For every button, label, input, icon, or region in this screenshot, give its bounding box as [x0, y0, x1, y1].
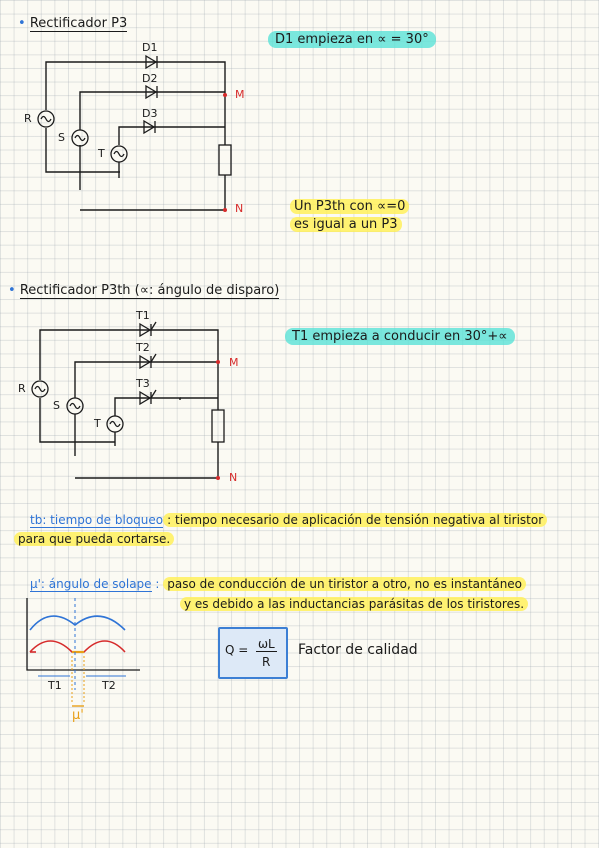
- source-r-icon: [37, 110, 55, 128]
- m-label: M: [235, 88, 245, 101]
- section2-title: • Rectificador P3th (∝: ángulo de dispar…: [8, 283, 280, 299]
- d1-label: D1: [142, 41, 158, 54]
- t2-label: T2: [136, 341, 150, 354]
- r2-label: R: [18, 382, 26, 395]
- quality-factor-label: Factor de calidad: [298, 642, 418, 658]
- mu-definition-line2: y es debido a las inductancias parásitas…: [180, 595, 529, 613]
- load-resistor: [218, 144, 232, 176]
- t3-label: T3: [136, 377, 150, 390]
- n2-label: N: [229, 471, 238, 484]
- quality-factor-box: Q = ωL R: [218, 627, 288, 679]
- section1-note-top: D1 empieza en ∝ = 30°: [268, 31, 436, 48]
- m2-label: M: [229, 356, 239, 369]
- section2-note: T1 empieza a conducir en 30°+∝: [285, 328, 515, 345]
- s2-label: S: [53, 399, 60, 412]
- section1-title: • Rectificador P3: [18, 16, 128, 32]
- overlap-graph: [26, 598, 140, 707]
- thyristors: [139, 321, 157, 406]
- graph-t1-label: T1: [48, 679, 62, 692]
- d2-label: D2: [142, 72, 158, 85]
- q-symbol: Q =: [225, 643, 249, 657]
- t-phase-label: T: [94, 417, 101, 430]
- mu-definition: μ': ángulo de solape : paso de conducció…: [30, 574, 527, 594]
- source-s-icon: [71, 129, 89, 147]
- q-denominator: R: [262, 655, 271, 669]
- r-label: R: [24, 112, 32, 125]
- tb-definition: tb: tiempo de bloqueo: tiempo necesario …: [30, 510, 548, 530]
- section1-note-bottom: Un P3th con ∝=0 es igual a un P3: [290, 198, 410, 234]
- t1-label: T1: [136, 309, 150, 322]
- n-label: N: [235, 202, 244, 215]
- graph-t2-label: T2: [102, 679, 116, 692]
- d3-label: D3: [142, 107, 158, 120]
- bullet: •: [18, 16, 26, 31]
- source-t-icon: [110, 145, 128, 163]
- t-label: T: [98, 147, 105, 160]
- graph-mu-label: μ': [72, 708, 84, 723]
- tb-definition-line2: para que pueda cortarse.: [14, 530, 175, 548]
- s-label: S: [58, 131, 65, 144]
- q-numerator: ωL: [256, 637, 277, 652]
- diodes: [143, 54, 158, 135]
